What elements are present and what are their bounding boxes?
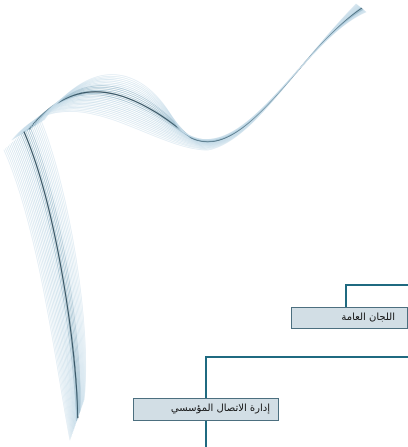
connector-general-committees [346,285,408,307]
unit-box-corporate-communication[interactable]: إدارة الاتصال المؤسسي [133,398,279,421]
unit-label-general-committees: اللجان العامة [341,312,395,323]
connector-corporate-communication [206,357,408,398]
unit-label-corporate-communication: إدارة الاتصال المؤسسي [171,403,270,414]
unit-box-general-committees[interactable]: اللجان العامة [291,307,408,329]
